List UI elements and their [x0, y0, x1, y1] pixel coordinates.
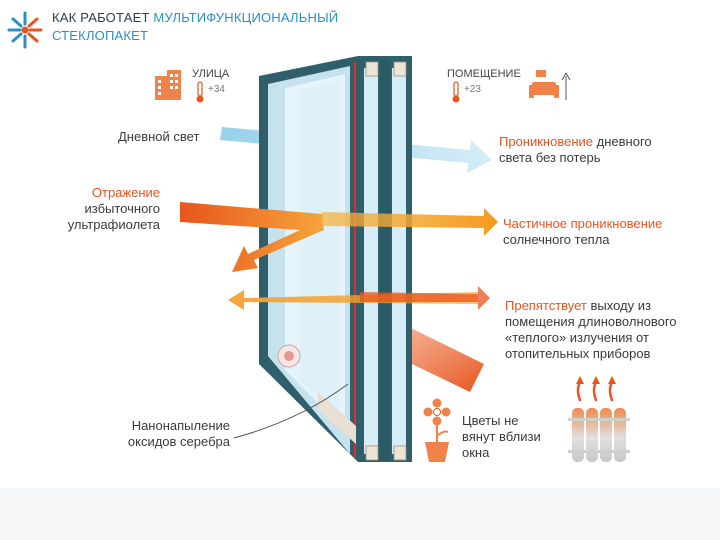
prevents-line3: «теплого» излучения от: [505, 330, 649, 345]
building-icon: [155, 70, 181, 100]
penetration-line2: света без потерь: [499, 150, 601, 165]
partial-heat-line2: солнечного тепла: [503, 232, 610, 247]
prevents-line4: отопительных приборов: [505, 346, 651, 361]
uv-reflection-highlight: Отражение: [91, 185, 160, 200]
sofa-lamp-icon: [529, 70, 571, 100]
outside-label: УЛИЦА: [192, 68, 230, 80]
radiator-icon: [568, 376, 630, 462]
flowers-line2: вянут вблизи: [462, 429, 541, 444]
bottom-band: [0, 488, 720, 540]
coating-line1: Нанонапыление: [131, 418, 230, 433]
thermometer-icon: [196, 81, 204, 103]
outside-temperature: +34: [208, 84, 225, 95]
title-plain: КАК РАБОТАЕТ: [52, 10, 154, 25]
uv-reflection-arrow: [180, 202, 324, 272]
partial-heat-arrow: [322, 208, 498, 236]
heat-incoming-arrow: [360, 286, 490, 310]
inside-label: ПОМЕЩЕНИЕ: [447, 68, 521, 80]
uv-reflection-line2: избыточного: [84, 201, 161, 216]
inside-temperature: +23: [464, 84, 481, 95]
daylight-label: Дневной свет: [118, 129, 200, 144]
partial-heat-highlight: Частичное проникновение: [503, 216, 663, 231]
flowers-line3: окна: [462, 445, 490, 460]
penetration-highlight: Проникновение: [499, 134, 594, 149]
flowers-label: Цветы не вянут вблизи окна: [462, 413, 541, 461]
coating-pointer-line: [233, 383, 349, 439]
coating-label: Нанонапыление оксидов серебра: [90, 418, 230, 450]
prevents-line2: помещения длиноволнового: [505, 314, 677, 329]
snowflake-sun-logo-icon: [7, 11, 43, 49]
penetration-rest: дневного: [593, 134, 652, 149]
uv-reflection-line3: ультрафиолета: [67, 217, 160, 232]
flowers-line1: Цветы не: [462, 413, 519, 428]
coating-line2: оксидов серебра: [127, 434, 230, 449]
partial-heat-label: Частичное проникновение солнечного тепла: [503, 216, 662, 248]
flower-pot-icon: [423, 398, 451, 462]
prevents-label: Препятствует выходу из помещения длиново…: [505, 298, 677, 362]
page-title: КАК РАБОТАЕТ МУЛЬТИФУНКЦИОНАЛЬНЫЙ СТЕКЛО…: [52, 9, 338, 45]
thermometer-icon: [452, 81, 460, 103]
prevents-highlight: Препятствует: [505, 298, 587, 313]
penetration-label: Проникновение дневного света без потерь: [499, 134, 652, 166]
prevents-rest: выходу из: [586, 298, 651, 313]
title-line2: СТЕКЛОПАКЕТ: [52, 28, 149, 43]
uv-reflection-label: Отражение избыточного ультрафиолета: [40, 185, 160, 233]
double-glazed-window: [259, 56, 412, 462]
title-highlight: МУЛЬТИФУНКЦИОНАЛЬНЫЙ: [153, 10, 339, 25]
